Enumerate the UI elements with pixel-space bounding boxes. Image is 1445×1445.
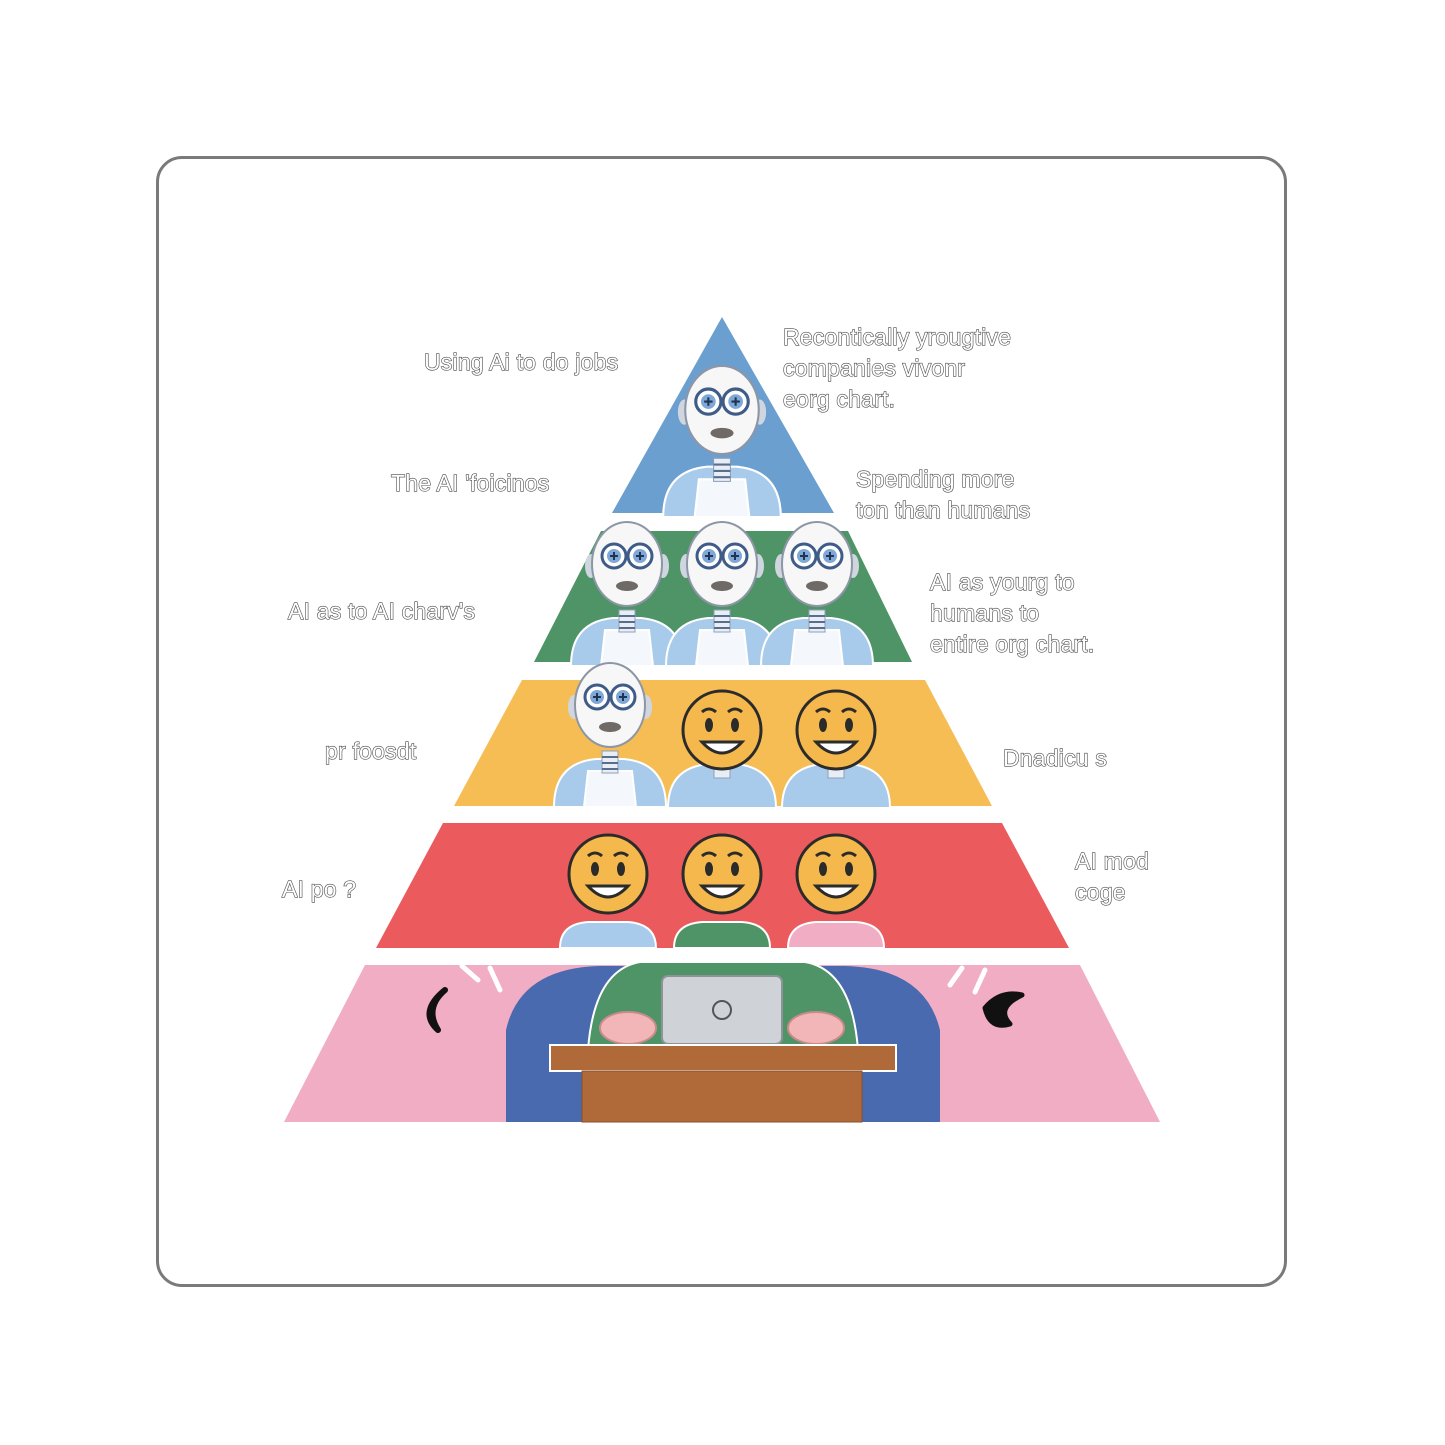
label-tier4-right: AI mod coge xyxy=(1074,847,1150,905)
smiley-figure xyxy=(786,833,886,949)
left-hand xyxy=(599,1011,657,1045)
label-top-right: Recontically yrougtive companies vivonr … xyxy=(782,323,1012,412)
right-hand xyxy=(787,1011,845,1045)
desk-top xyxy=(549,1044,897,1072)
smiley-figure xyxy=(780,689,892,809)
tier-4 xyxy=(376,823,1069,949)
right-swirl-icon xyxy=(982,991,1025,1028)
tier-3 xyxy=(454,661,992,809)
label-tier3-left: pr foosdt xyxy=(324,737,417,764)
tier-2 xyxy=(534,520,912,668)
tier-1 xyxy=(612,317,834,519)
left-swirl-icon xyxy=(426,987,448,1033)
label-tier1-right: Spending more ton than humans xyxy=(855,465,1031,523)
label-tier4-left: AI po ? xyxy=(281,875,357,902)
smiley-figure xyxy=(672,833,772,949)
label-top-left: Using Ai to do jobs xyxy=(423,348,619,375)
smiley-figure xyxy=(558,833,658,949)
label-tier1-left: The AI 'foicinos xyxy=(390,469,550,496)
desk-front xyxy=(581,1070,863,1123)
laptop xyxy=(661,975,783,1045)
label-tier3-right: Dnadicu s xyxy=(1002,744,1108,771)
tier-5 xyxy=(284,961,1160,1123)
label-tier2-left: AI as to AI charv's xyxy=(287,597,476,624)
laptop-logo-icon xyxy=(712,1000,732,1020)
label-tier2-right: AI as yourg to humans to entire org char… xyxy=(929,568,1095,657)
smiley-figure xyxy=(666,689,778,809)
